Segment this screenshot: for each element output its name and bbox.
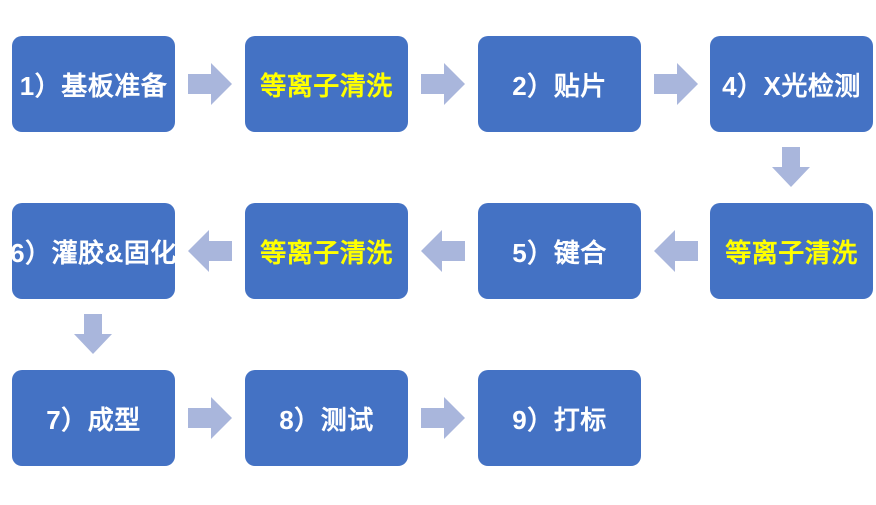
flow-box-label: 等离子清洗: [260, 70, 393, 101]
flow-arrow-right-icon: [421, 63, 465, 105]
flow-box-label: 等离子清洗: [260, 237, 393, 268]
flow-box-label: 8）测试: [279, 404, 374, 435]
flow-box-marking: 9）打标: [478, 370, 641, 466]
flow-box-die-attach: 2）贴片: [478, 36, 641, 132]
flow-box-label: 4）X光检测: [722, 70, 861, 101]
flow-box-potting-curing: 6）灌胶&固化: [10, 203, 177, 299]
flow-box-plasma-clean-2: 等离子清洗: [710, 203, 873, 299]
flow-box-testing: 8）测试: [245, 370, 408, 466]
flow-arrow-right-icon: [654, 63, 698, 105]
flow-box-molding: 7）成型: [12, 370, 175, 466]
flow-box-label: 9）打标: [512, 404, 607, 435]
flow-arrow-right-icon: [188, 63, 232, 105]
flow-box-plasma-clean-3: 等离子清洗: [245, 203, 408, 299]
flow-box-plasma-clean-1: 等离子清洗: [245, 36, 408, 132]
flow-box-label: 6）灌胶&固化: [10, 237, 177, 268]
flow-box-label: 5）键合: [512, 237, 607, 268]
flow-arrow-down-icon: [772, 147, 810, 187]
flow-box-xray-inspection: 4）X光检测: [710, 36, 873, 132]
flow-box-label: 等离子清洗: [725, 237, 858, 268]
flow-arrow-right-icon: [421, 397, 465, 439]
flow-arrow-right-icon: [188, 397, 232, 439]
flow-box-label: 7）成型: [46, 404, 141, 435]
flow-arrow-down-icon: [74, 314, 112, 354]
flow-box-bonding: 5）键合: [478, 203, 641, 299]
flow-box-substrate-prep: 1）基板准备: [12, 36, 175, 132]
flow-arrow-left-icon: [188, 230, 232, 272]
flow-box-label: 2）贴片: [512, 70, 607, 101]
flow-arrow-left-icon: [654, 230, 698, 272]
flow-box-label: 1）基板准备: [19, 70, 168, 101]
flow-arrow-left-icon: [421, 230, 465, 272]
